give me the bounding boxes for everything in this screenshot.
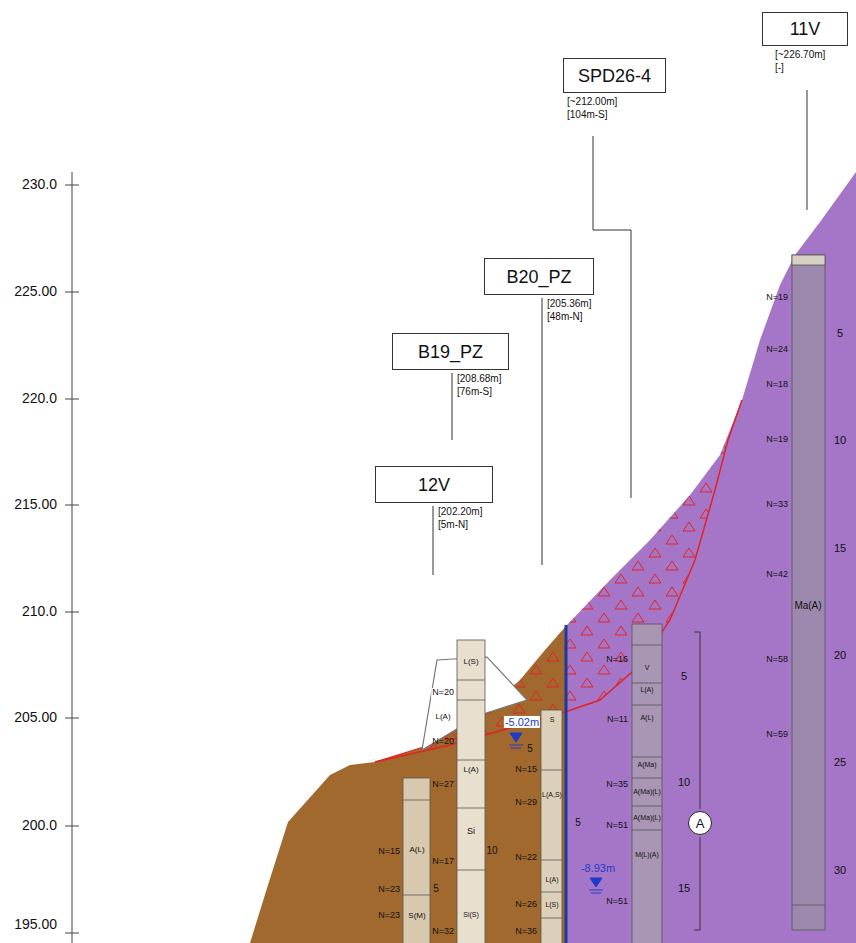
spt-value: N=35	[605, 780, 629, 790]
borehole-tag: B19_PZ[208.68m] [76m-S]	[392, 333, 509, 370]
borehole-id: 12V	[418, 476, 450, 494]
spt-value: N=15	[514, 765, 538, 775]
borehole-id: SPD26-4	[578, 67, 651, 85]
borehole-tag: B20_PZ[205.36m] [48m-N]	[484, 258, 594, 295]
zone-marker: A	[688, 811, 712, 835]
depth-mark: 10	[833, 434, 847, 446]
water-level: -8.93m	[580, 862, 616, 874]
depth-mark: 15	[833, 542, 847, 554]
soil-code: L(A,S)	[541, 791, 563, 799]
elevation-note: [202.20m] [5m-N]	[438, 506, 482, 531]
spt-value: N=32	[431, 927, 455, 937]
depth-mark: 5	[680, 670, 688, 682]
depth-mark: 25	[833, 756, 847, 768]
spt-value: N=22	[514, 853, 538, 863]
spt-value: N=51	[605, 897, 629, 907]
axis-label: 205.00	[13, 710, 58, 725]
spt-value: N=33	[765, 500, 789, 510]
spt-value: N=11	[606, 715, 629, 725]
zone-letter: A	[696, 817, 705, 830]
depth-mark: 5	[574, 817, 582, 828]
elevation-note: [~226.70m] [-]	[775, 49, 825, 74]
borehole-id: B19_PZ	[418, 343, 483, 361]
soil-code: Si	[466, 827, 476, 837]
depth-bracket	[694, 632, 700, 930]
soil-code: Si(S)	[462, 911, 480, 919]
spt-value: N=26	[514, 900, 538, 910]
spt-value: N=20	[431, 737, 455, 747]
colluvium-zone	[375, 400, 742, 762]
axis-label: 225.00	[13, 284, 58, 299]
spt-value: N=15	[377, 847, 401, 857]
soil-code: A(Ma)(L)	[632, 814, 662, 822]
depth-mark: 20	[833, 649, 847, 661]
colluvium-boundary	[375, 400, 742, 762]
elevation-note: [~212.00m] [104m-S]	[567, 96, 617, 121]
axis-label: 215.00	[13, 497, 58, 512]
elevation-note: [205.36m] [48m-N]	[547, 298, 591, 323]
borehole-id: B20_PZ	[506, 268, 571, 286]
elevation-note: [208.68m] [76m-S]	[457, 373, 501, 398]
spt-value: N=58	[765, 655, 789, 665]
sheet-pile	[565, 625, 568, 943]
depth-mark: 5	[526, 743, 534, 754]
spt-value: N=20	[431, 688, 455, 698]
spt-value: N=42	[765, 570, 789, 580]
axis-label: 210.0	[21, 604, 58, 619]
borehole-tag: SPD26-4[~212.00m] [104m-S]	[563, 58, 666, 93]
spt-value: N=23	[377, 885, 401, 895]
spt-value: N=59	[765, 730, 789, 740]
depth-mark: 15	[677, 882, 691, 894]
borehole-columns	[403, 255, 825, 943]
spt-value: N=23	[377, 911, 401, 921]
soil-code: L(A)	[544, 876, 559, 884]
soil-code: S(M)	[407, 912, 426, 921]
soil-code: Ma(A)	[793, 600, 822, 611]
purple-rock	[567, 172, 856, 943]
spt-value: N=19	[765, 435, 789, 445]
water-level: -5.02m	[504, 716, 540, 728]
axis-label: 230.0	[21, 177, 58, 192]
soil-code: A(L)	[639, 714, 654, 722]
soil-code: A(L)	[408, 846, 425, 855]
spt-value: N=27	[431, 780, 455, 790]
borehole-tag: 11V[~226.70m] [-]	[762, 12, 848, 46]
axis-label: 200.0	[21, 818, 58, 833]
elevation-axis	[65, 172, 79, 943]
depth-mark: 5	[432, 883, 440, 894]
depth-mark: 10	[677, 776, 691, 788]
depth-mark: 5	[836, 327, 844, 339]
depth-mark: 30	[833, 864, 847, 876]
borehole-id: 11V	[790, 20, 821, 38]
spt-value: N=24	[765, 345, 789, 355]
spt-value: N=19	[765, 293, 789, 303]
soil-code: L(A)	[462, 766, 479, 775]
spt-value: N=29	[514, 798, 538, 808]
soil-code: L(S)	[462, 658, 479, 667]
spt-value: N=51	[605, 821, 629, 831]
soil-code: A(Ma)	[636, 761, 657, 769]
soil-code: A(Ma)(L)	[632, 788, 662, 796]
borehole-tag: 12V[202.20m] [5m-N]	[375, 466, 493, 503]
spt-value: N=36	[514, 927, 538, 937]
soil-code: V	[644, 664, 651, 672]
spt-value: N=18	[765, 380, 789, 390]
soil-code: S	[549, 716, 556, 724]
depth-mark: 10	[485, 845, 498, 856]
soil-code: L(A)	[639, 686, 654, 694]
spt-value: N=16	[605, 655, 629, 665]
soil-code: M(L)(A)	[634, 851, 660, 859]
soil-code: L(A)	[434, 713, 451, 722]
axis-label: 220.0	[21, 391, 58, 406]
spt-value: N=17	[431, 857, 455, 867]
soil-code: L(S)	[544, 901, 559, 909]
axis-label: 195.00	[13, 917, 58, 932]
